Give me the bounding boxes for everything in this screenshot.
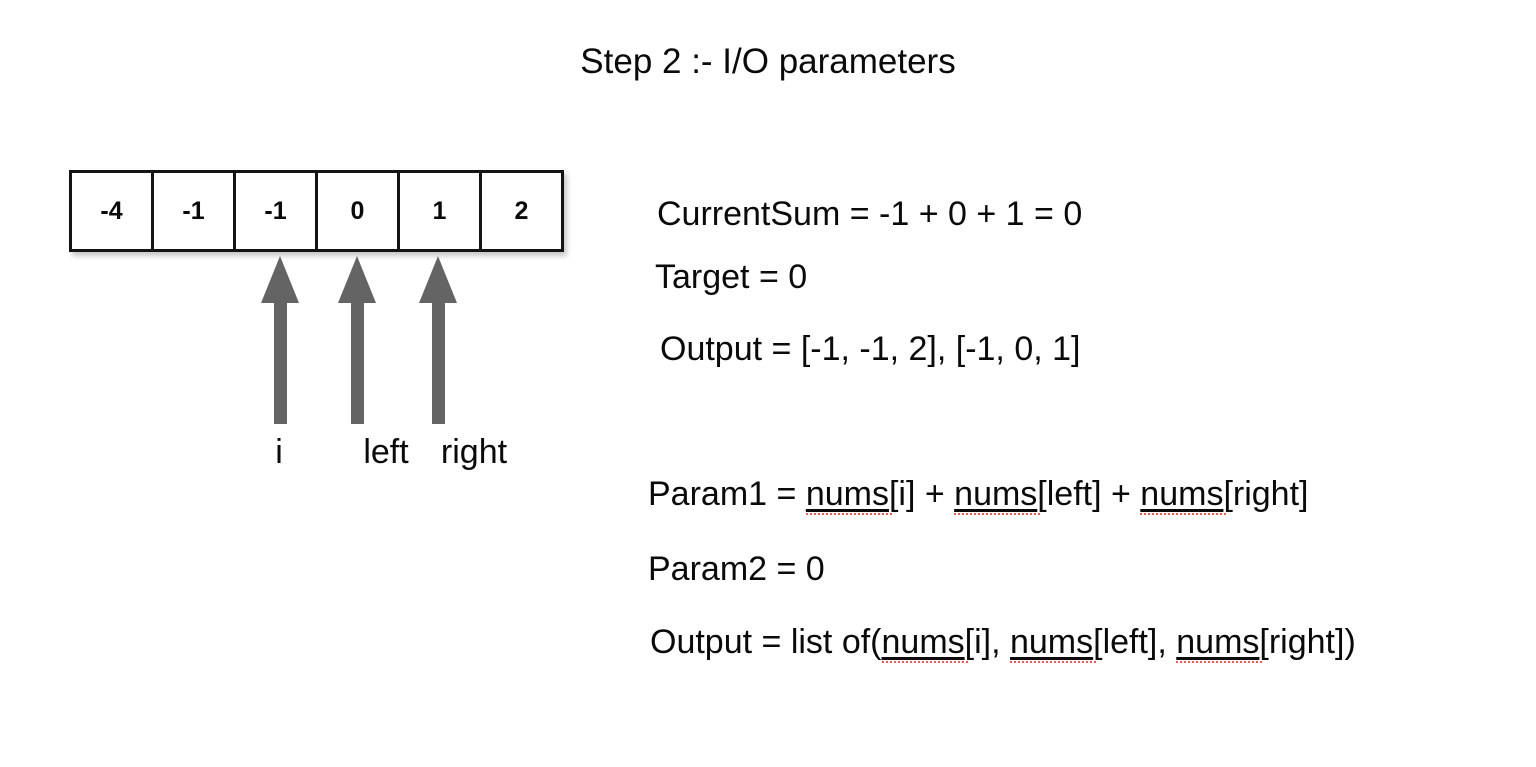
array-cell-5: 2	[482, 173, 561, 249]
arrow-head	[261, 256, 299, 303]
misspelled-word: nums	[1140, 475, 1224, 513]
output-definition-line: Output = list of(nums[i], nums[left], nu…	[650, 623, 1356, 661]
pointer-label-left: left	[363, 433, 409, 471]
array-cell-4: 1	[400, 173, 482, 249]
array-cell-2: -1	[236, 173, 318, 249]
arrow-shaft	[350, 303, 364, 424]
array-cell-0: -4	[72, 173, 154, 249]
misspelled-word: nums	[1176, 623, 1260, 661]
pointer-arrow-i-icon	[261, 256, 299, 424]
array-cell-3: 0	[318, 173, 400, 249]
misspelled-word: nums	[954, 475, 1038, 513]
pointer-arrow-right-icon	[419, 256, 457, 424]
misspelled-word: nums	[805, 475, 889, 513]
array-cell-1: -1	[154, 173, 236, 249]
arrow-head	[419, 256, 457, 303]
arrow-shaft	[273, 303, 287, 424]
current-sum-line: CurrentSum = -1 + 0 + 1 = 0	[657, 195, 1083, 233]
pointer-label-right: right	[440, 433, 508, 471]
arrow-head	[338, 256, 376, 303]
page-title: Step 2 :- I/O parameters	[580, 42, 956, 81]
pointer-label-i: i	[275, 433, 283, 471]
target-line: Target = 0	[655, 258, 808, 296]
param1-line: Param1 = nums[i] + nums[left] + nums[rig…	[648, 475, 1309, 513]
pointer-arrow-left-icon	[338, 256, 376, 424]
misspelled-word: nums	[881, 623, 965, 661]
nums-array: -4 -1 -1 0 1 2	[69, 170, 564, 252]
misspelled-word: nums	[1009, 623, 1094, 661]
output-result-line: Output = [-1, -1, 2], [-1, 0, 1]	[660, 330, 1081, 368]
arrow-shaft	[431, 303, 445, 424]
param2-line: Param2 = 0	[648, 550, 825, 588]
